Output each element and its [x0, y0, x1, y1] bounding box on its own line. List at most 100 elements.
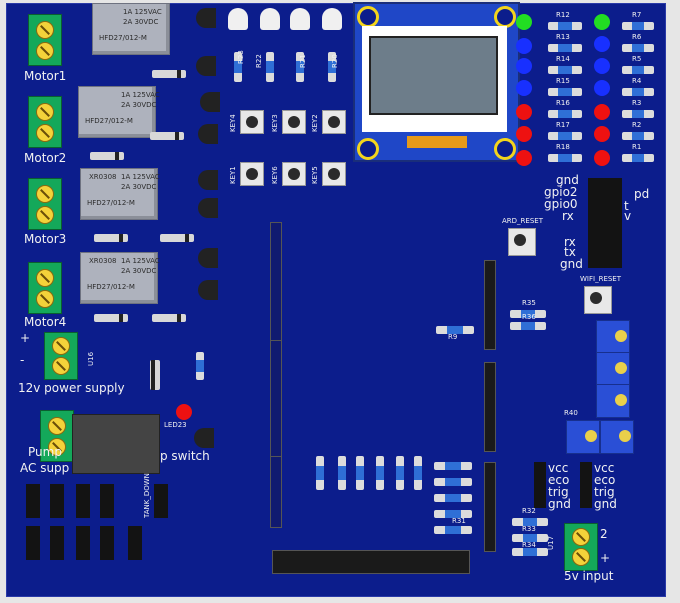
esp-pin-gpio0: gpio0: [544, 197, 578, 211]
pin-header-bl-9: [128, 526, 142, 560]
relay-model: HFD27/012-M: [99, 34, 147, 42]
white-led-1: [228, 8, 248, 30]
led-blue-far-2: [594, 58, 610, 74]
label-r31: R31: [452, 517, 466, 525]
pin-header-bl-5: [26, 526, 40, 560]
transistor-q7: [198, 248, 218, 268]
motor2-label: Motor2: [24, 151, 67, 165]
relay-motor3: 1A 125VAC 2A 30VDC XR0308 HFD27/012-M: [80, 168, 160, 220]
label-r32: R32: [522, 507, 536, 515]
key4-button[interactable]: [240, 110, 264, 134]
relay-motor4: 1A 125VAC 2A 30VDC XR0308 HFD27/012-M: [80, 252, 160, 304]
trimmer-4[interactable]: [566, 420, 600, 454]
key6-button[interactable]: [282, 162, 306, 186]
mount-hole-br: [494, 138, 516, 160]
label-r20: R20: [331, 54, 339, 68]
trimmer-5[interactable]: [600, 420, 634, 454]
resistor-r24: [196, 352, 204, 380]
key6-label: KEY6: [271, 166, 279, 184]
pin-header-bl-3: [76, 484, 90, 518]
key2-label: KEY2: [311, 114, 319, 132]
led-red-far-2: [594, 126, 610, 142]
label-r40: R40: [564, 409, 578, 417]
led-blue-mid-1: [516, 38, 532, 54]
resistor-row-1: [434, 462, 472, 470]
esp-pin-tx: tx: [564, 245, 576, 259]
resistor-r3: [622, 110, 654, 118]
resistor-r12b: [356, 456, 364, 490]
led-red-mid-3: [516, 150, 532, 166]
label-r16: R16: [556, 99, 570, 107]
relay-model: HFD27/012-M: [85, 117, 133, 125]
resistor-r32: [512, 518, 548, 526]
white-led-3: [290, 8, 310, 30]
resistor-r15b: [414, 456, 422, 490]
esp-pin-gnd2: gnd: [560, 257, 583, 271]
label-r3: R3: [632, 99, 642, 107]
transistor-q3: [200, 92, 220, 112]
key3-button[interactable]: [282, 110, 306, 134]
ard-reset-button[interactable]: [508, 228, 536, 256]
resistor-r21: [296, 52, 304, 82]
led-red-far-3: [594, 150, 610, 166]
oled-screen: [369, 36, 498, 115]
label-r13: R13: [556, 33, 570, 41]
label-r4: R4: [632, 77, 642, 85]
label-r21: R21: [299, 54, 307, 68]
key1-label: KEY1: [229, 166, 237, 184]
diode-k2a: [90, 152, 124, 160]
key5-label: KEY5: [311, 166, 319, 184]
led23-label: LED23: [164, 421, 187, 429]
trimmer-2[interactable]: [596, 352, 630, 386]
transistor-q1b: [196, 56, 216, 76]
label-r1: R1: [632, 143, 642, 151]
transistor-pump: [194, 428, 214, 448]
esp-pin-t: t: [624, 199, 629, 213]
key1-button[interactable]: [240, 162, 264, 186]
pin-header-bl-1: [26, 484, 40, 518]
trimmer-3[interactable]: [596, 384, 630, 418]
terminal-sign-plus2: +: [600, 551, 611, 565]
u17-label: U17: [547, 535, 555, 550]
label-r14: R14: [556, 55, 570, 63]
pin-header-bl-6: [50, 526, 64, 560]
terminal-sign-two: 2: [600, 527, 608, 541]
relay-code: XR0308: [89, 173, 117, 181]
led-green-far: [594, 14, 610, 30]
ultra-right-eco: eco: [594, 473, 616, 487]
ultra-left-trig: trig: [548, 485, 569, 499]
resistor-r14b: [396, 456, 404, 490]
resistor-r13: [548, 44, 582, 52]
led-red-mid-1: [516, 104, 532, 120]
key5-button[interactable]: [322, 162, 346, 186]
header-right-1: [484, 260, 496, 350]
trimmer-1[interactable]: [596, 320, 630, 354]
pin-header-bl-4: [100, 484, 114, 518]
label-r17: R17: [556, 121, 570, 129]
label-r2: R2: [632, 121, 642, 129]
diode-power: [150, 360, 160, 390]
label-r18: R18: [556, 143, 570, 151]
esp-pin-rx: rx: [562, 209, 574, 223]
key3-label: KEY3: [271, 114, 279, 132]
resistor-r15: [548, 88, 582, 96]
pump-switch-label: p switch: [160, 449, 210, 463]
relay-line1: 1A 125VAC: [121, 173, 160, 181]
led-blue-far-3: [594, 80, 610, 96]
motor1-label: Motor1: [24, 69, 67, 83]
resistor-r4: [622, 88, 654, 96]
esp-pin-v: v: [624, 209, 632, 223]
led-green-mid: [516, 14, 532, 30]
label-r15: R15: [556, 77, 570, 85]
label-r36: R36: [522, 313, 536, 321]
pin-header-bl-7: [76, 526, 90, 560]
wifi-reset-button[interactable]: [584, 286, 612, 314]
header-right-2: [484, 362, 496, 452]
key2-button[interactable]: [322, 110, 346, 134]
mount-hole-tr: [494, 6, 516, 28]
relay-code: XR0308: [89, 257, 117, 265]
relay-model: HFD27/012-M: [87, 199, 135, 207]
terminal-sign-plus: +: [20, 331, 31, 345]
white-led-2: [260, 8, 280, 30]
